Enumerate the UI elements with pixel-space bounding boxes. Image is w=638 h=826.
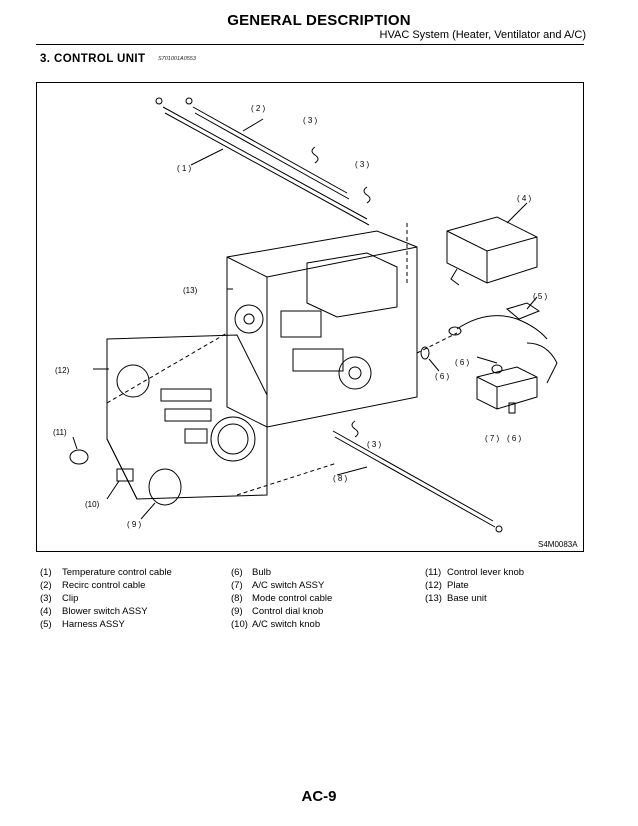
clip-drawing: [351, 420, 359, 438]
legend-item: (9)Control dial knob: [231, 606, 324, 617]
bulb-drawing: [491, 364, 503, 374]
control-dial-knob-drawing: [148, 468, 182, 506]
callout-3: ( 3 ): [367, 440, 382, 449]
legend-item: (5)Harness ASSY: [40, 619, 125, 630]
header-rule: [36, 44, 584, 45]
control-lever-knob-drawing: [69, 449, 89, 465]
page-subtitle: HVAC System (Heater, Ventilator and A/C): [379, 29, 586, 41]
legend-item: (11)Control lever knob: [425, 567, 525, 578]
figure-id: S4M0083A: [538, 540, 578, 549]
legend-item: (2)Recirc control cable: [40, 580, 146, 591]
callout-4: ( 4 ): [517, 194, 532, 203]
mode-control-cable-drawing: [332, 430, 503, 533]
callout-7: ( 7 ): [485, 434, 500, 443]
callout-10: (10): [85, 500, 100, 509]
ac-switch-knob-drawing: [116, 468, 134, 482]
callout-9: ( 9 ): [127, 520, 142, 529]
harness-drawing: [448, 302, 558, 384]
clip-drawing: [311, 146, 319, 164]
base-unit-drawing: [226, 230, 418, 428]
legend-item: (7)A/C switch ASSY: [231, 580, 325, 591]
callout-3: ( 3 ): [355, 160, 370, 169]
legend-column-1: (1)Temperature control cable (2)Recirc c…: [40, 566, 172, 631]
figure-frame: ( 1 ) ( 2 ) ( 3 ) ( 3 ) ( 3 ) ( 4 ) ( 5 …: [36, 82, 584, 552]
legend-item: (10)A/C switch knob: [231, 619, 321, 630]
legend-column-2: (6)Bulb (7)A/C switch ASSY (8)Mode contr…: [231, 566, 332, 631]
legend-item: (8)Mode control cable: [231, 593, 333, 604]
legend-item: (13)Base unit: [425, 593, 487, 604]
legend-item: (12)Plate: [425, 580, 469, 591]
callout-3: ( 3 ): [303, 116, 318, 125]
page-title: GENERAL DESCRIPTION: [227, 12, 411, 29]
recirc-control-cable-drawing: [185, 97, 350, 200]
legend-column-3: (11)Control lever knob (12)Plate (13)Bas…: [425, 566, 524, 605]
callout-6: ( 6 ): [435, 372, 450, 381]
legend-item: (4)Blower switch ASSY: [40, 606, 148, 617]
page-number: AC-9: [301, 788, 337, 805]
callout-11: (11): [53, 428, 67, 437]
callout-6: ( 6 ): [507, 434, 522, 443]
figure-callouts: ( 1 ) ( 2 ) ( 3 ) ( 3 ) ( 3 ) ( 4 ) ( 5 …: [53, 104, 548, 529]
clip-drawing: [363, 186, 371, 204]
legend-item: (1)Temperature control cable: [40, 567, 172, 578]
exploded-diagram: ( 1 ) ( 2 ) ( 3 ) ( 3 ) ( 3 ) ( 4 ) ( 5 …: [53, 97, 558, 533]
ac-switch-assy-drawing: [476, 366, 538, 410]
callout-6: ( 6 ): [455, 358, 470, 367]
callout-1: ( 1 ): [177, 164, 192, 173]
callout-8: ( 8 ): [333, 474, 348, 483]
blower-switch-drawing: [446, 216, 538, 286]
section-code: S701001A0553: [158, 56, 196, 62]
legend-item: (3)Clip: [40, 593, 79, 604]
bulb-drawing: [508, 402, 516, 414]
callout-12: (12): [55, 366, 70, 375]
section-heading: 3. CONTROL UNIT: [40, 53, 146, 65]
bulb-drawing: [420, 346, 430, 360]
legend-item: (6)Bulb: [231, 567, 272, 578]
callout-13: (13): [183, 286, 198, 295]
plate-drawing: [106, 334, 268, 500]
temperature-control-cable-drawing: [155, 97, 370, 226]
callout-2: ( 2 ): [251, 104, 266, 113]
callout-5: ( 5 ): [533, 292, 548, 301]
